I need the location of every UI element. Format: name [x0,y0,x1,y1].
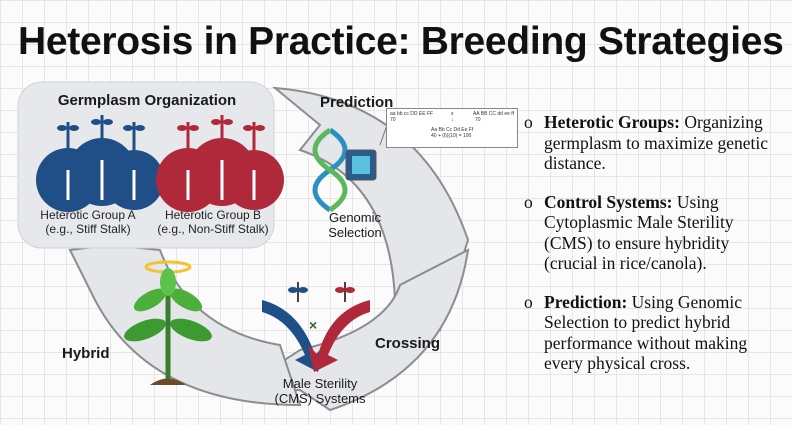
germplasm-title: Germplasm Organization [57,92,237,109]
dna-chip-icon [312,127,377,213]
svg-text:×: × [309,317,317,333]
prediction-label: Prediction [320,94,394,111]
cycle-arrow-crossing [231,248,470,412]
slide-title: Heterosis in Practice: Breeding Strategi… [18,20,784,63]
group-b-label: Heterotic Group B(e.g., Non-Stiff Stalk) [157,208,269,236]
cms-label: Male Sterility(CMS) Systems [274,376,366,406]
crossing-arrows-icon: × [262,282,370,372]
group-a-label: Heterotic Group A(e.g., Stiff Stalk) [40,208,136,236]
group-a-icon [36,115,164,212]
group-b-icon [156,115,284,212]
genotype-callout: aa bb cc DD EE FF 70 x ↓ AA BB CC dd ee … [386,108,518,148]
crossing-label: Crossing [375,335,441,352]
hybrid-label: Hybrid [62,345,110,362]
hybrid-plant-icon [124,260,212,385]
